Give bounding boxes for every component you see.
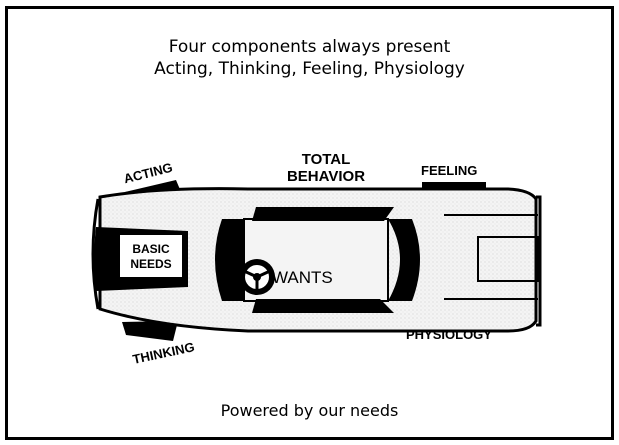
rear-windshield bbox=[388, 219, 420, 301]
label-needs: NEEDS bbox=[130, 257, 171, 271]
header: Four components always present Acting, T… bbox=[8, 36, 611, 80]
top-window bbox=[252, 207, 394, 221]
rear-bumper bbox=[536, 195, 542, 327]
label-thinking: THINKING bbox=[131, 339, 196, 367]
bottom-window bbox=[252, 299, 394, 313]
header-line-1: Four components always present bbox=[168, 37, 451, 57]
front-bumper bbox=[91, 198, 100, 310]
label-wants: WANTS bbox=[272, 268, 333, 287]
steering-wheel-icon bbox=[239, 259, 275, 295]
title-behavior: BEHAVIOR bbox=[287, 168, 365, 185]
thinking-tire bbox=[122, 321, 178, 341]
car-diagram: ACTING THINKING FEELING PHYSIOLOGY TOTAL… bbox=[91, 151, 542, 367]
front-windshield bbox=[215, 219, 244, 301]
header-line-2: Acting, Thinking, Feeling, Physiology bbox=[154, 59, 465, 79]
title-total: TOTAL bbox=[302, 151, 351, 168]
diagram-frame: Four components always present Acting, T… bbox=[5, 6, 614, 440]
basic-needs-box bbox=[120, 235, 182, 277]
label-feeling: FEELING bbox=[421, 163, 477, 178]
label-physiology: PHYSIOLOGY bbox=[406, 327, 492, 342]
trunk-box bbox=[477, 236, 539, 282]
footer: Powered by our needs bbox=[220, 401, 399, 420]
label-basic: BASIC bbox=[132, 242, 170, 256]
